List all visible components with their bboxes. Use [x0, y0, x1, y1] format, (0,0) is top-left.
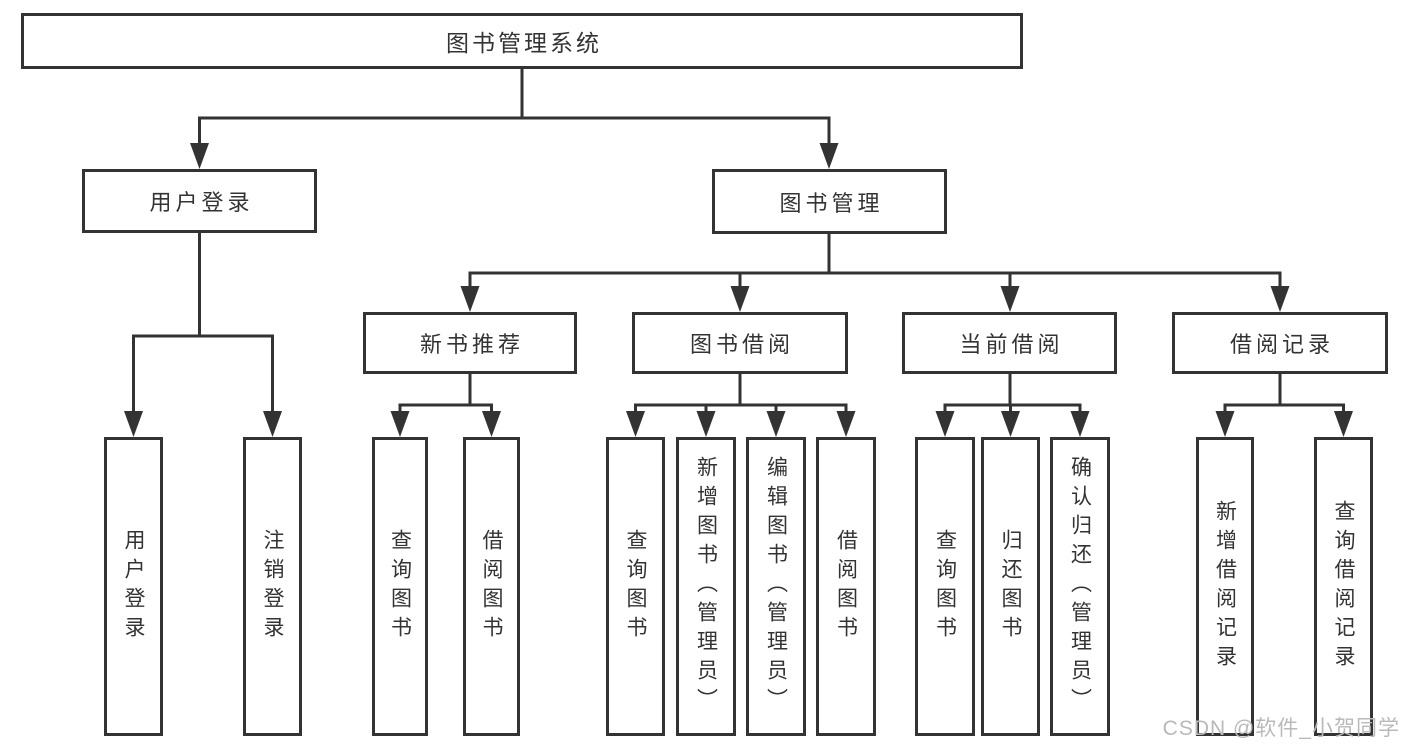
leaf-user-login: 用户登录	[104, 437, 163, 736]
node-label: 查询图书	[624, 528, 647, 645]
node-user-login: 用户登录	[82, 169, 317, 233]
node-label: 图书管理	[779, 190, 884, 216]
node-label: 新增借阅记录	[1213, 499, 1237, 674]
node-label: 查询图书	[388, 528, 412, 645]
leaf-query-borrow-record: 查询借阅记录	[1314, 437, 1373, 736]
node-label: 借阅图书	[480, 528, 503, 645]
node-label: 查询图书	[933, 528, 957, 645]
leaf-borrow-books-borrowing: 借阅图书	[816, 437, 876, 736]
leaf-query-books-recommendation: 查询图书	[372, 437, 428, 736]
leaf-query-books-current: 查询图书	[915, 437, 975, 736]
node-label: 新增图书（管理员）	[694, 456, 718, 717]
node-label: 用户登录	[122, 528, 145, 645]
leaf-logout: 注销登录	[243, 437, 302, 736]
csdn-watermark: CSDN @软件_小贺同学	[1162, 717, 1400, 740]
node-label: 归还图书	[999, 528, 1022, 645]
node-label: 新书推荐	[419, 332, 524, 357]
node-label: 确认归还（管理员）	[1068, 456, 1092, 717]
node-label: 查询借阅记录	[1332, 499, 1355, 674]
node-library-management-system: 图书管理系统	[21, 13, 1023, 69]
node-book-management: 图书管理	[712, 169, 947, 234]
node-label: 借阅图书	[834, 528, 858, 645]
leaf-confirm-return-admin: 确认归还（管理员）	[1050, 437, 1110, 736]
node-label: 编辑图书（管理员）	[764, 456, 788, 717]
node-label: 借阅记录	[1229, 332, 1334, 357]
leaf-borrow-books-recommendation: 借阅图书	[463, 437, 520, 736]
node-label: 用户登录	[149, 190, 254, 215]
node-label: 图书借阅	[689, 332, 794, 357]
node-borrowing-records: 借阅记录	[1172, 312, 1388, 374]
leaf-return-books: 归还图书	[981, 437, 1040, 736]
node-label: 当前借阅	[959, 332, 1064, 357]
leaf-edit-book-admin: 编辑图书（管理员）	[746, 437, 806, 736]
node-new-book-recommendation: 新书推荐	[363, 312, 577, 374]
leaf-add-book-admin: 新增图书（管理员）	[676, 437, 736, 736]
node-book-borrowing: 图书借阅	[632, 312, 848, 374]
leaf-add-borrow-record: 新增借阅记录	[1196, 437, 1254, 736]
node-label: 注销登录	[261, 528, 284, 645]
leaf-query-books-borrowing: 查询图书	[606, 437, 665, 736]
node-current-borrowing: 当前借阅	[902, 312, 1117, 374]
node-label: 图书管理系统	[446, 30, 602, 56]
